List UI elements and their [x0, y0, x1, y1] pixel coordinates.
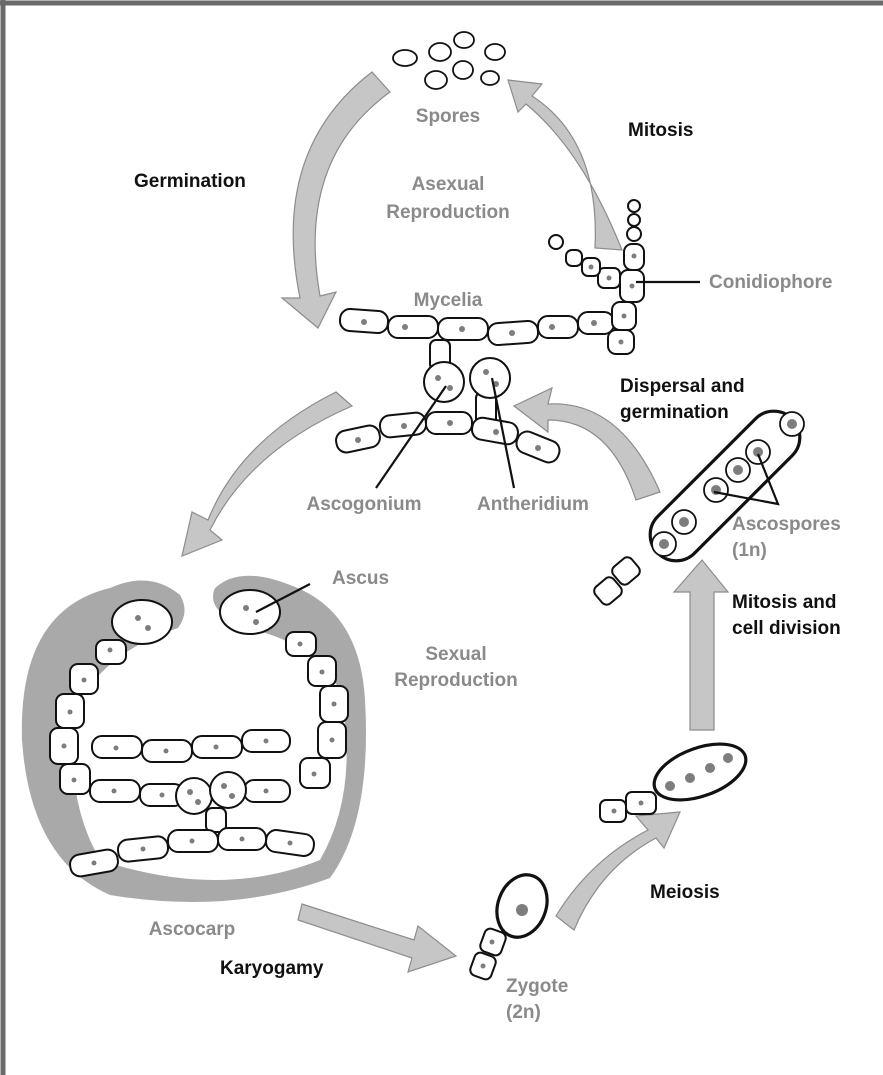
- mitosis-division-label-line1: Mitosis and: [732, 592, 837, 613]
- meiosis-ascus: [600, 733, 753, 822]
- ascospores-label-line1: Ascospores: [732, 514, 841, 535]
- conidiophore-label: Conidiophore: [709, 272, 832, 293]
- sexual-label-line2: Reproduction: [394, 670, 518, 691]
- zygote-label-line2: (2n): [506, 1002, 541, 1023]
- meiosis-label: Meiosis: [650, 882, 720, 903]
- ascogonium-label: Ascogonium: [306, 494, 421, 515]
- spores-cluster: [393, 32, 505, 89]
- meiosis-arrow: [556, 812, 680, 930]
- antheridium-label: Antheridium: [477, 494, 589, 515]
- mycelia-hypha: [339, 308, 614, 345]
- mitosis-division-label-line2: cell division: [732, 618, 841, 639]
- ascocarp-label: Ascocarp: [149, 919, 236, 940]
- zygote-label-line1: Zygote: [506, 976, 568, 997]
- asexual-label-line1: Asexual: [412, 174, 485, 195]
- mitosis-division-arrow: [674, 560, 728, 730]
- plasmogamy-arrow: [182, 392, 352, 556]
- dispersal-label-line2: germination: [620, 402, 729, 423]
- spores-label: Spores: [416, 106, 480, 127]
- mycelia-label: Mycelia: [414, 290, 483, 311]
- ascospores-label-line2: (1n): [732, 540, 767, 561]
- mitosis-label: Mitosis: [628, 120, 693, 141]
- germination-label: Germination: [134, 171, 246, 192]
- zygote-structure: [469, 868, 556, 981]
- germination-arrow: [282, 72, 390, 328]
- dispersal-label-line1: Dispersal and: [620, 376, 745, 397]
- mitosis-arrow: [508, 80, 622, 250]
- asexual-label-line2: Reproduction: [386, 202, 510, 223]
- ascus-label: Ascus: [332, 568, 389, 589]
- sexual-label-line1: Sexual: [425, 644, 486, 665]
- karyogamy-label: Karyogamy: [220, 958, 324, 979]
